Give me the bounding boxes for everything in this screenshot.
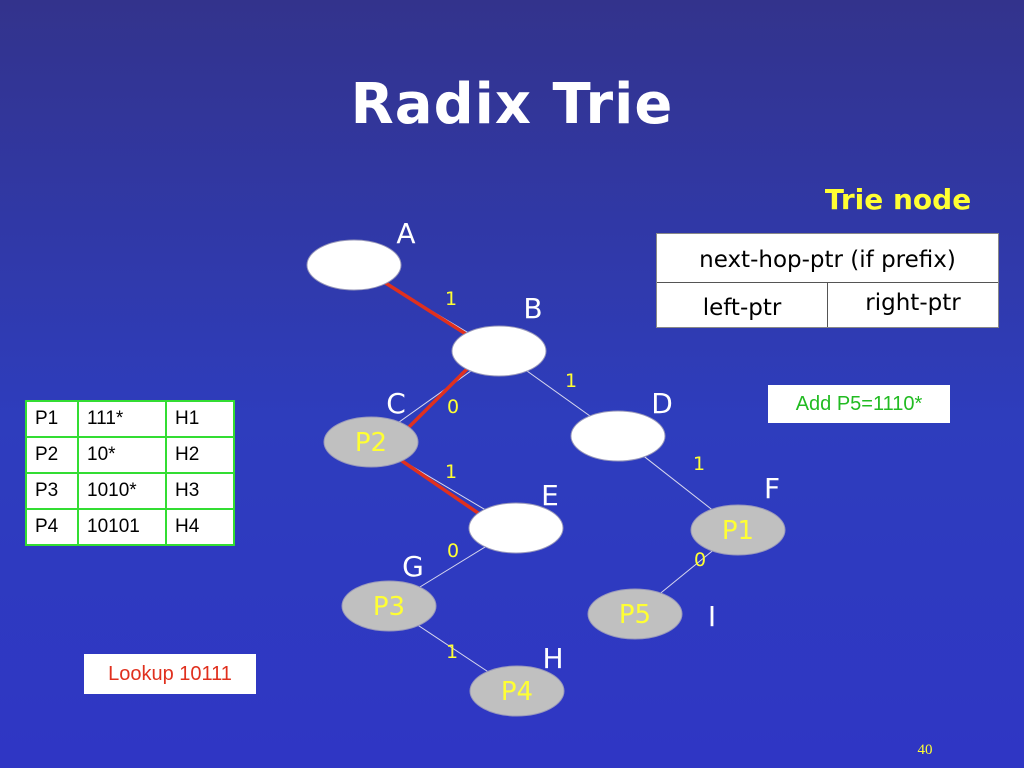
edge-bit-label: 0 xyxy=(694,549,706,571)
edge-bit-label: 1 xyxy=(445,461,457,483)
node-letter-label: D xyxy=(651,387,673,420)
edge-bit-label: 1 xyxy=(565,370,577,392)
edge-bit-label: 0 xyxy=(447,396,459,418)
trie-node-H xyxy=(469,665,565,717)
lookup-label: Lookup 10111 xyxy=(84,654,256,694)
prefix-value-cell: 10* xyxy=(77,436,167,474)
prefix-label: P5 xyxy=(619,600,651,630)
left-ptr-field: left-ptr xyxy=(657,283,828,327)
page-title: Radix Trie xyxy=(350,72,674,137)
add-prefix-label: Add P5=1110* xyxy=(768,385,950,423)
node-letter-label: A xyxy=(396,217,415,250)
trie-node-G xyxy=(341,580,437,632)
prefix-value-cell: 1010* xyxy=(77,472,167,510)
prefix-name-cell: P4 xyxy=(25,508,79,546)
trie-labels: 1 0 1 1 1 0 0 1 A B C D E F G H I xyxy=(386,217,780,675)
lookup-path xyxy=(383,280,501,530)
node-letter-label: E xyxy=(541,479,559,512)
edge-bit-label: 1 xyxy=(445,288,457,310)
node-letter-label: B xyxy=(523,292,542,325)
trie-node-F xyxy=(690,504,786,556)
prefix-name-cell: P2 xyxy=(25,436,79,474)
edge-bit-label: 0 xyxy=(447,540,459,562)
node-letter-label: I xyxy=(708,600,716,633)
next-hop-ptr-field: next-hop-ptr (if prefix) xyxy=(657,234,998,283)
trie-node-B xyxy=(451,325,547,377)
node-letter-label: C xyxy=(386,387,406,420)
lookup-path-line xyxy=(383,280,501,530)
prefix-label: P4 xyxy=(501,677,533,707)
next-hop-cell: H2 xyxy=(165,436,235,474)
edge-bit-label: 1 xyxy=(693,453,705,475)
trie-node-C xyxy=(323,416,419,468)
table-row: P2 10* H2 xyxy=(25,436,235,474)
next-hop-cell: H4 xyxy=(165,508,235,546)
next-hop-cell: H3 xyxy=(165,472,235,510)
pointer-row: left-ptr right-ptr xyxy=(657,283,998,327)
table-row: P3 1010* H3 xyxy=(25,472,235,510)
node-letter-label: H xyxy=(542,642,563,675)
trie-node-A xyxy=(306,239,402,291)
node-letter-label: G xyxy=(402,550,424,583)
right-ptr-field: right-ptr xyxy=(865,290,961,316)
page-number: 40 xyxy=(917,742,933,758)
prefix-name-cell: P1 xyxy=(25,400,79,438)
trie-node-D xyxy=(570,410,666,462)
prefix-table: P1 111* H1 P2 10* H2 P3 1010* H3 P4 1010… xyxy=(25,400,235,546)
prefix-name-cell: P3 xyxy=(25,472,79,510)
trie-node-E xyxy=(468,502,564,554)
node-letter-label: F xyxy=(764,472,780,505)
trie-node-structure: next-hop-ptr (if prefix) left-ptr right-… xyxy=(656,233,999,328)
prefix-label: P3 xyxy=(373,592,405,622)
trie-node-title: Trie node xyxy=(824,183,972,216)
prefix-label: P1 xyxy=(722,516,754,546)
next-hop-cell: H1 xyxy=(165,400,235,438)
table-row: P4 10101 H4 xyxy=(25,508,235,546)
table-row: P1 111* H1 xyxy=(25,400,235,438)
edge-bit-label: 1 xyxy=(446,641,458,663)
trie-node-I xyxy=(587,588,683,640)
prefix-value-cell: 111* xyxy=(77,400,167,438)
prefix-value-cell: 10101 xyxy=(77,508,167,546)
prefix-label: P2 xyxy=(355,428,387,458)
